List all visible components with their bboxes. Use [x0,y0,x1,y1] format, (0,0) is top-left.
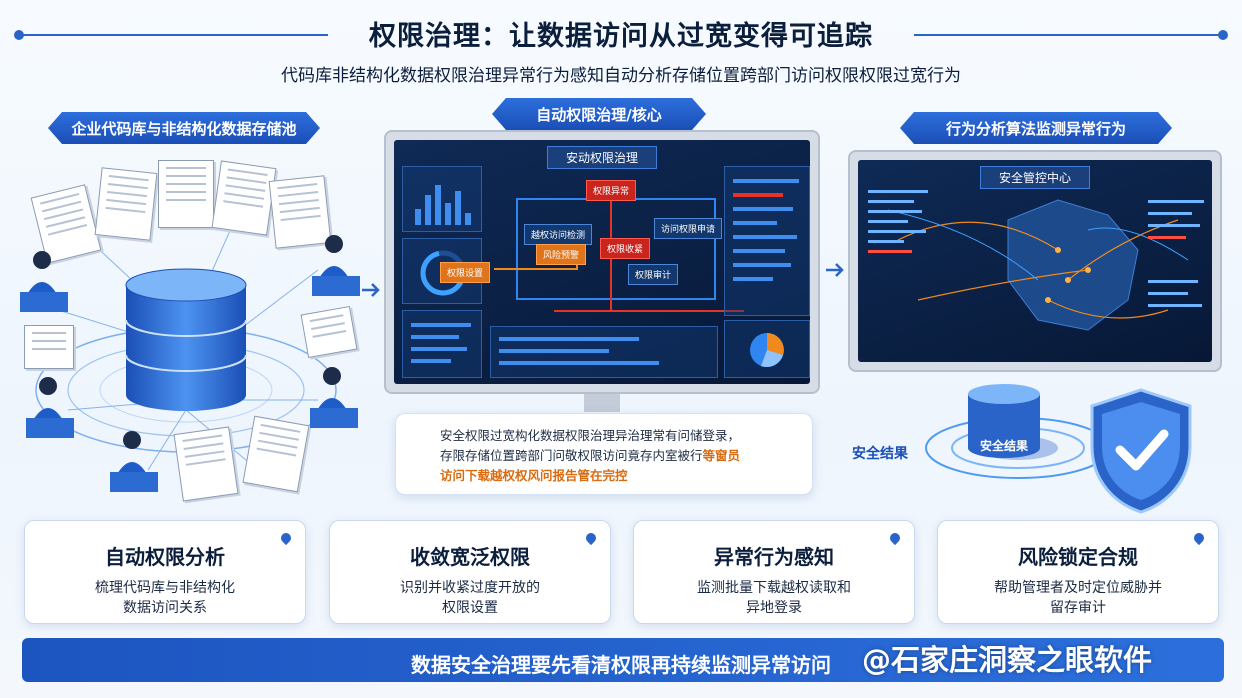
summary-callout: 安全权限过宽构化数据权限治理异治理常有问储登录， 存限存储位置跨部门问敬权限访问… [395,413,813,495]
card-desc-line: 留存审计 [1050,600,1106,616]
security-screen: 安全管控中心 [858,160,1212,362]
callout-line-2-highlight: 等窗员 [702,448,741,463]
document-icon [211,160,277,236]
db-result-label: 安全结果 [979,439,1028,453]
page-title: 权限治理：让数据访问从过宽变得可追踪 [369,21,873,52]
governance-monitor: 安动权限治理 权限异常 越权访问检测 访问权限申请 权限收紧 风险预警 权限设置 [384,130,820,394]
shield-check-icon [1090,388,1192,514]
security-result-label: 安全结果 [852,446,908,462]
list-panel [402,310,482,378]
person-icon [110,431,158,492]
table-panel [490,326,718,378]
flow-node: 权限设置 [440,262,491,283]
header-dot-left [14,30,24,40]
card-title: 收敛宽泛权限 [410,545,530,569]
arrow-right-icon [826,263,844,277]
flow-node: 访问权限申请 [654,218,723,239]
feature-card-anomaly-detection: 异常行为感知 监测批量下载越权读取和异地登录 [633,520,915,624]
card-desc-line: 帮助管理者及时定位威胁并 [994,580,1162,596]
flow-node: 权限异常 [586,180,637,201]
card-desc-line: 数据访问关系 [123,600,207,616]
card-title: 异常行为感知 [714,545,834,569]
arrow-right-icon [362,283,380,297]
watermark: @石家庄洞察之眼软件 [862,643,1153,677]
flow-node: 权限审计 [628,264,679,285]
document-icon [300,305,358,359]
chart-panel [402,166,482,232]
data-storage-scene [18,150,364,502]
section-label-left: 企业代码库与非结构化数据存储池 [48,112,320,144]
callout-line-1: 安全权限过宽构化数据权限治理异治理常有问储登录， [440,428,741,443]
section-label-right: 行为分析算法监测异常行为 [900,112,1172,144]
database-icon [125,268,247,411]
person-icon [312,235,360,296]
card-desc-line: 识别并收紧过度开放的 [400,580,540,596]
header-line-left [18,34,328,36]
card-desc-line: 权限设置 [442,600,498,616]
card-title: 自动权限分析 [105,545,225,569]
document-icon [242,415,310,493]
header-line-right [914,34,1224,36]
person-icon [20,251,68,312]
database-icon [968,384,1040,458]
flow-node: 越权访问检测 [524,224,593,245]
log-panel [724,166,810,316]
pie-panel [724,320,810,378]
callout-line-2: 存限存储位置跨部门问敬权限访问竟存内室被行 [440,448,703,463]
person-icon [310,367,358,428]
screen-title: 安动权限治理 [546,146,658,169]
header-dot-right [1218,30,1228,40]
document-icon [173,426,239,502]
person-icon [26,377,74,438]
page-subtitle: 代码库非结构化数据权限治理异常行为感知自动分析存储位置跨部门访问权限权限过宽行为 [281,66,961,86]
screen-title: 安全管控中心 [979,166,1091,189]
section-label-center: 自动权限治理/核心 [492,98,706,130]
document-icon [94,167,158,241]
card-desc-line: 异地登录 [746,600,802,616]
monitor-stand [584,394,620,412]
threat-map [868,190,1204,331]
document-icon [24,325,74,369]
card-title: 风险锁定合规 [1018,545,1138,569]
callout-line-3: 访问下载越权权风问报告管在完控 [440,468,628,483]
feature-card-auto-analysis: 自动权限分析 梳理代码库与非结构化数据访问关系 [24,520,306,624]
card-desc-line: 监测批量下载越权读取和 [697,580,851,596]
flow-node: 风险预警 [536,244,587,265]
feature-card-risk-compliance: 风险锁定合规 帮助管理者及时定位威胁并留存审计 [937,520,1219,624]
governance-screen: 安动权限治理 权限异常 越权访问检测 访问权限申请 权限收紧 风险预警 权限设置 [394,140,810,384]
footer-banner [22,638,1224,682]
flow-node: 权限收紧 [600,238,651,259]
footer-text: 数据安全治理要先看清权限再持续监测异常访问 [411,653,831,677]
card-desc-line: 梳理代码库与非结构化 [95,580,235,596]
security-monitor: 安全管控中心 [848,150,1222,372]
document-icon [158,160,214,228]
feature-card-tighten-permissions: 收敛宽泛权限 识别并收紧过度开放的权限设置 [329,520,611,624]
